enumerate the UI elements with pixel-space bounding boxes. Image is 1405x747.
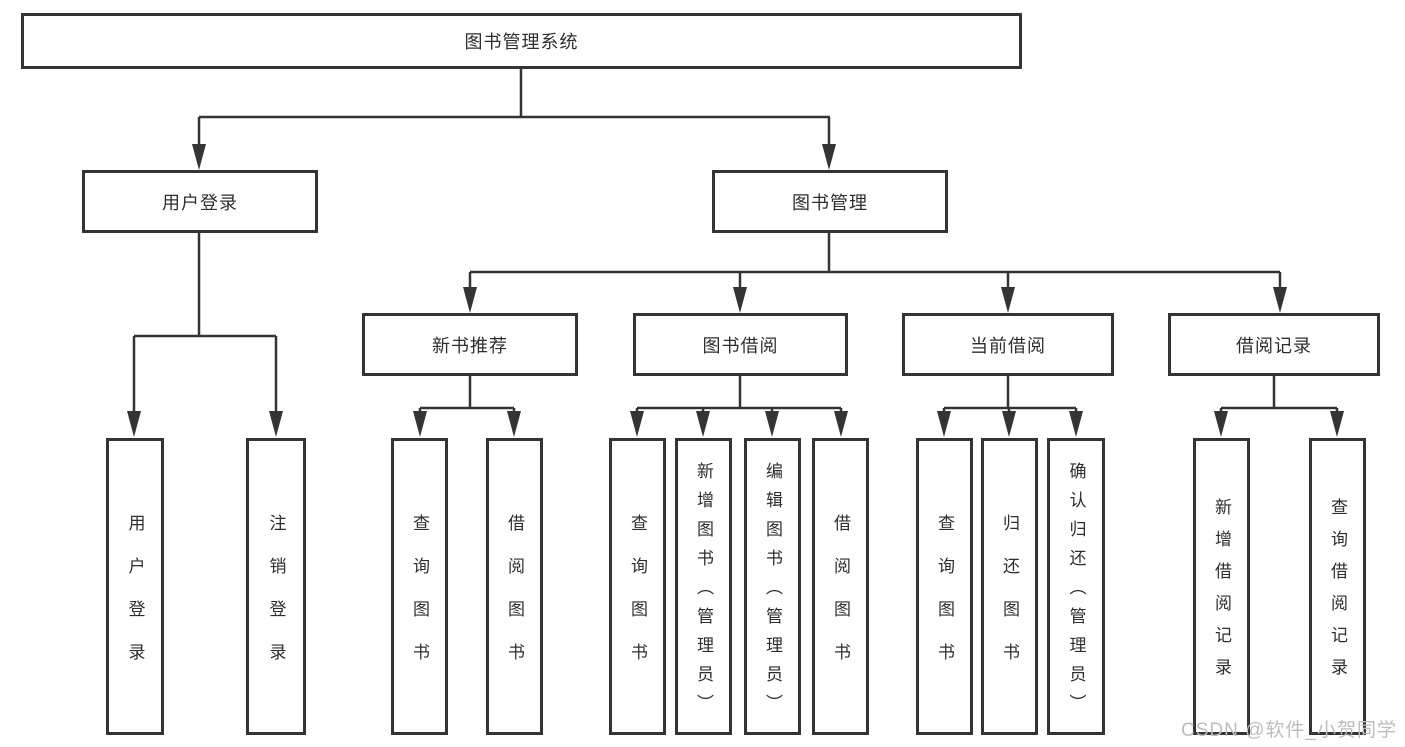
node-user-login-branch: 用户登录 (82, 170, 318, 233)
node-new-book-recommend: 新书推荐 (362, 313, 578, 376)
leaf-borrow-books-borrowing: 借阅图书 (812, 438, 869, 735)
leaf-query-books-recommend: 查询图书 (391, 438, 448, 735)
node-label: 图书管理 (792, 192, 868, 213)
leaf-label: 查询图书 (628, 513, 647, 686)
leaf-label: 编辑图书（管理员） (763, 462, 782, 723)
leaf-edit-book-admin: 编辑图书（管理员） (744, 438, 801, 735)
node-label: 当前借阅 (970, 335, 1046, 356)
node-label: 用户登录 (162, 192, 238, 213)
leaf-query-books-current: 查询图书 (916, 438, 973, 735)
leaf-label: 注销登录 (266, 513, 286, 686)
node-label: 借阅记录 (1236, 335, 1312, 356)
node-book-management: 图书管理 (712, 170, 948, 233)
leaf-confirm-return-admin: 确认归还（管理员） (1047, 438, 1105, 735)
node-library-system: 图书管理系统 (21, 13, 1022, 69)
node-label: 图书管理系统 (464, 32, 579, 52)
leaf-label: 新增借阅记录 (1212, 498, 1231, 690)
leaf-return-book: 归还图书 (981, 438, 1038, 735)
node-label: 图书借阅 (702, 335, 779, 356)
leaf-label: 确认归还（管理员） (1066, 462, 1086, 723)
leaf-query-borrow-record: 查询借阅记录 (1309, 438, 1366, 735)
leaf-borrow-books-recommend: 借阅图书 (486, 438, 543, 735)
leaf-user-login: 用户登录 (106, 438, 164, 735)
node-current-borrowing: 当前借阅 (902, 313, 1114, 376)
leaf-label: 用户登录 (125, 513, 145, 686)
leaf-label: 查询图书 (410, 513, 429, 686)
leaf-label: 查询图书 (935, 513, 954, 686)
leaf-label: 借阅图书 (505, 513, 524, 686)
node-borrowing-records: 借阅记录 (1168, 313, 1380, 376)
leaf-logout: 注销登录 (246, 438, 306, 735)
csdn-watermark: CSDN @软件_小贺同学 (1181, 720, 1397, 741)
leaf-label: 借阅图书 (831, 513, 850, 686)
leaf-query-books-borrowing: 查询图书 (609, 438, 666, 735)
node-label: 新书推荐 (432, 335, 508, 356)
leaf-label: 查询借阅记录 (1328, 498, 1347, 690)
leaf-add-borrow-record: 新增借阅记录 (1193, 438, 1250, 735)
node-book-borrowing: 图书借阅 (633, 313, 848, 376)
leaf-label: 归还图书 (1000, 513, 1019, 686)
leaf-add-book-admin: 新增图书（管理员） (675, 438, 732, 735)
leaf-label: 新增图书（管理员） (694, 462, 713, 723)
